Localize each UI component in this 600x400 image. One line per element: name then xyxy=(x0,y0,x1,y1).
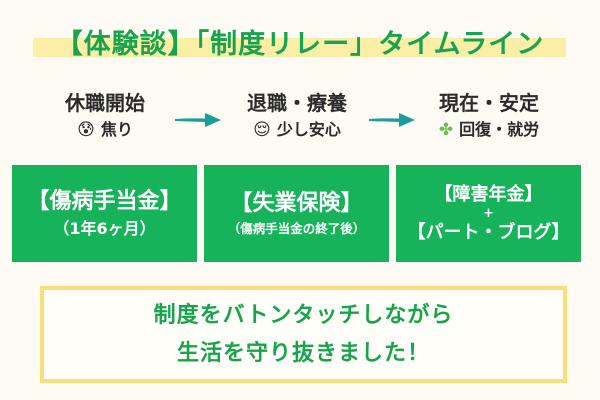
step-status-text: 焦り xyxy=(100,120,133,139)
summary-box: 制度をバトンタッチしながら 生活を守り抜きました！ xyxy=(40,286,567,383)
summary-line-1: 制度をバトンタッチしながら xyxy=(153,302,454,328)
anxious-face-icon: 😰 xyxy=(77,120,95,140)
arrow-right-icon xyxy=(369,113,415,127)
step-status: ✤ 回復・就労 xyxy=(399,118,579,142)
page-title: 【体験談】「制度リレー」タイムライン xyxy=(55,29,545,60)
box-note: （傷病手当金の終了後） xyxy=(227,220,366,236)
plus-sign: + xyxy=(483,205,494,221)
box-title: 【障害年金】 xyxy=(434,183,543,205)
benefit-box-disability-pension: 【障害年金】 + 【パート・ブログ】 xyxy=(396,165,581,262)
box-title-secondary: 【パート・ブログ】 xyxy=(407,221,570,243)
step-status: 😌 少し安心 xyxy=(207,118,387,142)
relieved-face-icon: 😌 xyxy=(253,120,271,140)
step-status: 😰 焦り xyxy=(15,118,195,142)
box-title: 【失業保険】 xyxy=(230,190,363,216)
benefit-box-sickness-allowance: 【傷病手当金】 （1年6ヶ月） xyxy=(12,165,197,262)
title-highlight xyxy=(33,38,566,57)
step-status-text: 回復・就労 xyxy=(459,120,540,139)
benefit-box-unemployment-insurance: 【失業保険】 （傷病手当金の終了後） xyxy=(204,165,389,262)
step-heading: 休職開始 xyxy=(65,91,145,115)
step-heading: 退職・療養 xyxy=(247,91,347,115)
step-status-text: 少し安心 xyxy=(276,120,341,139)
step-heading: 現在・安定 xyxy=(439,91,539,115)
box-title: 【傷病手当金】 xyxy=(27,188,182,214)
title-banner: 【体験談】「制度リレー」タイムライン xyxy=(0,0,600,80)
timeline-step-resignation: 退職・療養 😌 少し安心 xyxy=(207,90,387,142)
summary-line-2: 生活を守り抜きました！ xyxy=(176,340,430,366)
arrow-right-icon xyxy=(175,113,221,127)
timeline-step-leave-start: 休職開始 😰 焦り xyxy=(15,90,195,142)
box-note: （1年6ヶ月） xyxy=(53,218,156,238)
four-leaf-clover-icon: ✤ xyxy=(438,120,454,140)
timeline-step-current: 現在・安定 ✤ 回復・就労 xyxy=(399,90,579,142)
